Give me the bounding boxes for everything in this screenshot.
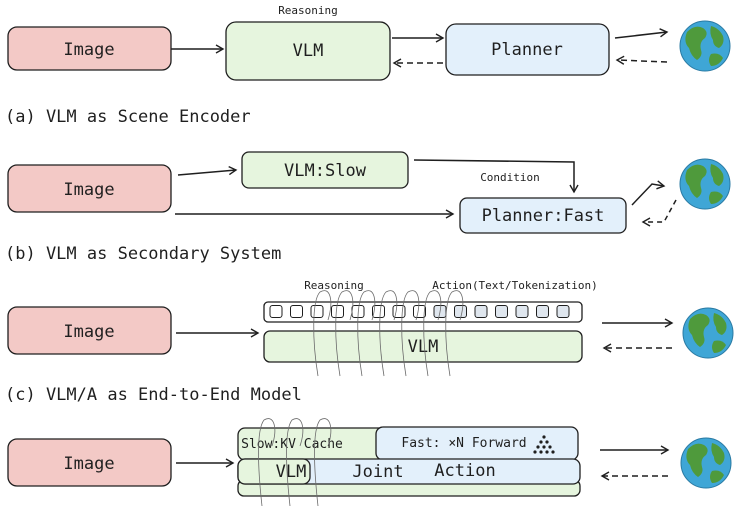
panel-d: Image Slow:KV Cache Fast: ×N Forward VLM… — [7, 418, 732, 507]
loop-curve — [286, 418, 304, 507]
loop-curve — [335, 290, 354, 377]
vlm-slow-label: VLM:Slow — [284, 161, 367, 181]
token-pyramid-icon — [533, 435, 555, 454]
slow-kv-cache-label: Slow:KV Cache — [241, 437, 343, 452]
planner-box-label: Planner — [491, 40, 563, 60]
caption-a: (a) VLM as Scene Encoder — [5, 107, 251, 127]
planner-to-world-arrow — [614, 28, 669, 39]
loop-curve — [313, 290, 332, 377]
joint-label: Joint — [352, 462, 403, 482]
loop-curve — [357, 290, 376, 377]
vlm-slow-box — [241, 151, 409, 189]
action-token — [556, 305, 570, 318]
planner-box — [445, 23, 610, 76]
earth-globe-icon — [679, 158, 731, 210]
reasoning-token — [413, 305, 426, 318]
reasoning-token — [310, 305, 324, 318]
image-box — [7, 306, 172, 355]
image-box — [7, 438, 172, 487]
vlm-box — [263, 330, 583, 363]
action-token — [454, 305, 467, 318]
loop-curve — [379, 290, 398, 377]
world-to-planner-dashed-arrow — [641, 199, 677, 227]
loop-curve — [258, 418, 276, 507]
loop-curve — [314, 418, 332, 507]
reasoning-label: Reasoning — [278, 4, 338, 17]
token-row — [269, 305, 570, 318]
reasoning-token — [290, 305, 303, 318]
image-box-label: Image — [63, 180, 114, 200]
loop-curve — [423, 290, 442, 377]
earth-globe-icon — [679, 20, 731, 72]
autoregressive-loops — [313, 290, 464, 377]
vlm-box-label: VLM — [408, 337, 439, 357]
image-box-label: Image — [63, 40, 114, 60]
world-to-planner-dashed-arrow — [615, 55, 668, 65]
earth-globe-icon — [682, 307, 734, 359]
vlm-segment — [237, 458, 311, 485]
action-token — [495, 305, 508, 318]
caption-b: (b) VLM as Secondary System — [5, 244, 281, 264]
reasoning-token — [372, 305, 385, 318]
reasoning-token — [269, 305, 283, 318]
vlm-segment-label: VLM — [276, 462, 307, 482]
panel-b: Image VLM:Slow Condition Planner:Fast (b… — [5, 151, 731, 264]
reasoning-token — [331, 305, 344, 318]
fast-forward-label: Fast: ×N Forward — [401, 436, 526, 451]
panel-a: Image Reasoning VLM Planner (a) VLM as S… — [5, 4, 731, 127]
panel-c: Image Reasoning Action(Text/Tokenization… — [5, 279, 734, 405]
image-box-label: Image — [63, 454, 114, 474]
planner-fast-label: Planner:Fast — [482, 206, 605, 226]
action-token — [536, 305, 549, 318]
condition-label: Condition — [480, 171, 540, 184]
vlm-box — [225, 21, 391, 81]
action-label: Action — [434, 461, 495, 481]
loop-curve — [445, 290, 464, 377]
loop-curve — [401, 290, 420, 377]
caption-c: (c) VLM/A as End-to-End Model — [5, 385, 302, 405]
action-token — [474, 305, 488, 318]
planner-to-world-arrow — [631, 180, 666, 206]
image-to-vlm-slow-arrow — [177, 165, 238, 176]
planner-fast-box — [459, 197, 627, 234]
action-token — [515, 305, 529, 318]
earth-globe-icon — [680, 437, 732, 489]
image-box — [7, 164, 172, 213]
reasoning-label: Reasoning — [304, 279, 364, 292]
vlm-box-label: VLM — [293, 41, 324, 61]
vlm-slow-to-planner-arrow — [413, 159, 579, 194]
action-tokenization-label: Action(Text/Tokenization) — [432, 279, 598, 292]
image-box-label: Image — [63, 322, 114, 342]
kv-cache-loops — [258, 418, 332, 507]
